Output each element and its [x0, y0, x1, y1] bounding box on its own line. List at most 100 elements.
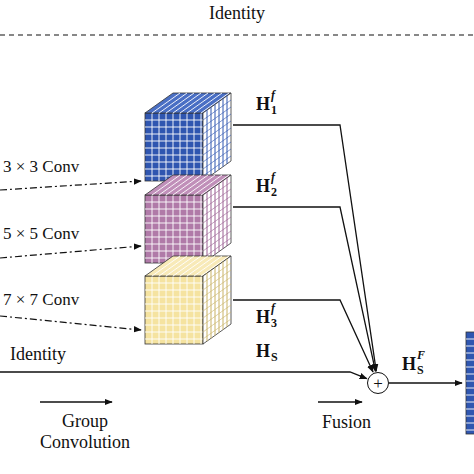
cube-stripe: [203, 238, 231, 258]
feature-superscript: F: [417, 349, 425, 363]
cube-grid: [173, 113, 174, 181]
cube-grid: [166, 113, 167, 181]
cube-stripe: [223, 181, 224, 249]
cube-grid: [166, 175, 194, 195]
cube-grid: [466, 430, 474, 431]
cube-grid: [145, 283, 203, 284]
cube-stripe: [215, 267, 216, 335]
cube-stripe: [207, 110, 208, 178]
cube-grid: [145, 120, 203, 121]
cube-grid: [466, 388, 474, 389]
cube-stripe: [223, 262, 224, 330]
conv-label: 5 × 5 Conv: [3, 224, 79, 244]
feature-subscript: 1: [271, 104, 277, 118]
cube-grid: [152, 93, 180, 113]
dashed-divider: [0, 34, 474, 35]
cube-grid: [145, 304, 203, 305]
feature-subscript: 2: [271, 186, 277, 200]
feature-symbol: H: [402, 354, 416, 375]
cube-grid: [201, 195, 202, 263]
output-cube: [466, 332, 474, 434]
cube-grid: [173, 256, 201, 276]
cube-grid: [201, 113, 202, 181]
cube-grid: [145, 216, 203, 217]
cube-stripe: [219, 102, 220, 170]
feature-wire: [233, 207, 375, 371]
cube-grid: [159, 276, 160, 344]
sum-symbol: +: [373, 375, 383, 392]
conv-label: 3 × 3 Conv: [3, 157, 79, 177]
cube-grid: [145, 339, 203, 340]
cube-stripe: [203, 319, 231, 339]
cube-grid: [145, 251, 203, 252]
feature-superscript: f: [271, 171, 275, 185]
cube-grid: [145, 134, 203, 135]
cube-grid: [145, 244, 203, 245]
cube-stripe: [211, 270, 212, 338]
cube-grid: [145, 169, 203, 170]
cube-grid: [194, 276, 195, 344]
cube-grid: [180, 175, 208, 195]
cube-front: [466, 332, 474, 434]
cube-grid: [152, 175, 180, 195]
feature-superscript: f: [271, 302, 275, 316]
cube-stripe: [215, 104, 216, 172]
cube-grid: [466, 416, 474, 417]
cube-grid: [466, 374, 474, 375]
cube-stripe: [227, 259, 228, 327]
cube-grid: [152, 276, 153, 344]
conv-arrow: [0, 246, 141, 258]
cube-grid: [466, 346, 474, 347]
cube-grid: [180, 113, 181, 181]
cube-grid: [166, 276, 167, 344]
cube-grid: [187, 113, 188, 181]
cube-stripe: [211, 107, 212, 175]
cube-stripe: [207, 192, 208, 260]
cube-grid: [173, 195, 174, 263]
cube-grid: [145, 223, 203, 224]
feature-symbol: H: [256, 94, 270, 115]
cube-grid: [466, 409, 474, 410]
cube-grid: [466, 367, 474, 368]
cube-grid: [194, 195, 195, 263]
cube-grid: [187, 195, 188, 263]
cube-stripe: [227, 178, 228, 246]
cube-stripe: [215, 186, 216, 254]
cube-grid: [466, 381, 474, 382]
cube-grid: [194, 113, 195, 181]
cube-front: [145, 113, 203, 181]
cube-grid: [166, 195, 167, 263]
cube-stripe: [219, 265, 220, 333]
cube-grid: [145, 237, 203, 238]
cube-stripe: [223, 99, 224, 167]
cube-stripe: [211, 189, 212, 257]
cube-grid: [180, 195, 181, 263]
cube-grid: [159, 256, 187, 276]
conv-arrow: [0, 316, 141, 330]
cube-grid: [145, 155, 203, 156]
feature-cube: [145, 93, 231, 181]
feature-cube: [145, 175, 231, 263]
cube-grid: [145, 127, 203, 128]
cube-stripe: [207, 273, 208, 341]
cube-grid: [166, 93, 194, 113]
cube-grid: [466, 395, 474, 396]
cube-front: [145, 195, 203, 263]
feature-symbol: H: [256, 176, 270, 197]
cube-grid: [152, 113, 153, 181]
cube-grid: [145, 325, 203, 326]
cube-grid: [145, 209, 203, 210]
feature-subscript: S: [271, 351, 278, 365]
cube-grid: [145, 318, 203, 319]
cube-grid: [466, 402, 474, 403]
output-arrow: [389, 382, 462, 383]
cube-side: [203, 256, 231, 344]
feature-wire: [0, 372, 367, 379]
cube-grid: [152, 195, 153, 263]
sum-circle: +: [367, 372, 389, 394]
cube-grid: [466, 339, 474, 340]
cube-grid: [159, 113, 160, 181]
feature-wire: [233, 125, 376, 371]
cube-grid: [145, 311, 203, 312]
cube-grid: [159, 175, 187, 195]
